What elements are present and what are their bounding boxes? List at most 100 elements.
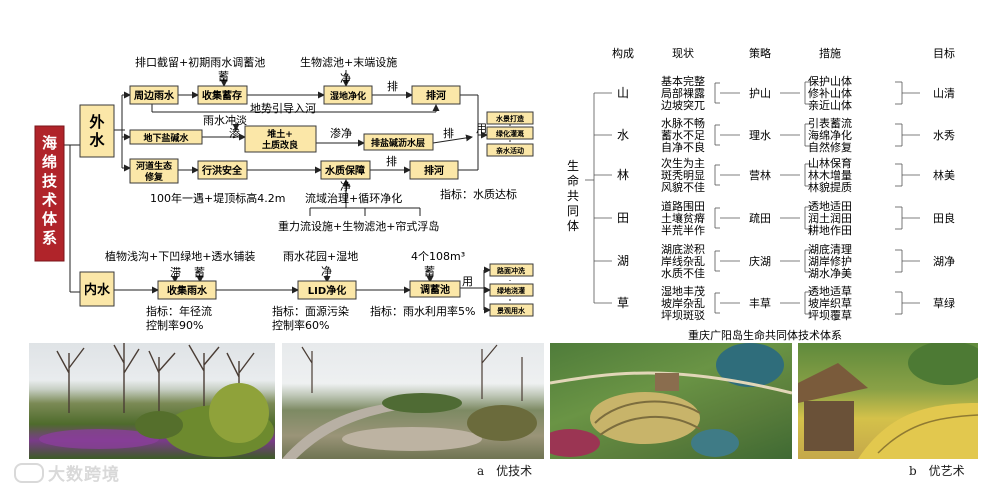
label-store-inner: 蓄: [194, 266, 205, 279]
status-0-0: 基本完整: [661, 74, 705, 88]
status-5-2: 坪坝斑驳: [661, 308, 705, 322]
label-store: 蓄: [218, 70, 229, 83]
label-clean-1: 净: [340, 71, 351, 85]
label-use-inner: 用: [462, 275, 473, 288]
box-soil-improve-2: 土质改良: [262, 139, 298, 151]
label-use-outer: 用: [476, 122, 487, 135]
box-drain-river-1: 排河: [426, 89, 446, 102]
photo-hut-terrace: [798, 343, 978, 459]
use-inner-3: 景观用水: [496, 306, 526, 315]
box-reservoir: 调蓄池: [420, 283, 450, 296]
use-outer-1: 水景打造: [496, 114, 525, 123]
status-2-0: 次生为主: [661, 156, 705, 170]
label-indicator-runoff-2: 控制率90%: [146, 318, 203, 332]
caption-a: a 优技术: [477, 464, 533, 478]
use-outer-2: 绿化灌溉: [496, 129, 524, 138]
table-header-0: 构成: [612, 46, 634, 60]
box-underground-saline: 地下盐碱水: [143, 132, 189, 144]
strategy-2: 营林: [749, 168, 771, 182]
measure-2-2: 林貌提质: [808, 180, 852, 194]
status-3-1: 土壤贫瘠: [661, 211, 705, 225]
status-3-0: 道路围田: [661, 199, 705, 213]
label-gravity-facility: 重力流设施+生物滤池+帘式浮岛: [278, 219, 439, 233]
box-collect-rain: 收集雨水: [167, 284, 208, 297]
strategy-4: 庆湖: [749, 254, 771, 268]
label-clean-inner: 净: [321, 264, 332, 278]
goal-1: 水秀: [933, 129, 955, 142]
measure-3-0: 透地适田: [808, 200, 852, 213]
element-3: 田: [617, 211, 629, 225]
strategy-0: 护山: [749, 86, 771, 100]
label-rain-garden: 雨水花园+湿地: [283, 250, 358, 263]
status-3-2: 半荒半作: [661, 223, 705, 237]
watermark: 大数跨境: [14, 460, 120, 485]
label-indicator-reuse: 指标：雨水利用率5%: [370, 304, 475, 318]
label-stagnate: 滞: [170, 266, 181, 279]
label-seep-clean: 渗净: [330, 126, 352, 140]
measure-2-0: 山林保育: [808, 156, 852, 170]
goal-2: 林美: [933, 168, 955, 182]
measure-1-0: 引表蓄流: [808, 116, 852, 130]
element-5: 草: [617, 296, 629, 310]
element-1: 水: [617, 128, 629, 142]
label-basin-governance: 流域治理+循环净化: [305, 191, 402, 205]
label-rain-dilute: 雨水冲淡: [203, 113, 247, 127]
status-4-0: 湖底淤积: [661, 242, 705, 256]
table-header-1: 现状: [672, 46, 694, 60]
title-vertical: 海绵技术体系: [42, 134, 58, 247]
measure-5-0: 透地适草: [808, 285, 852, 298]
label-indicator-pollution-1: 指标：面源污染: [272, 304, 349, 318]
box-water-quality: 水质保障: [324, 164, 365, 177]
status-5-0: 湿地丰茂: [661, 284, 705, 298]
label-indicator-pollution-2: 控制率60%: [272, 318, 329, 332]
photo-dry-creek: [282, 343, 544, 459]
strategy-5: 丰草: [749, 297, 771, 310]
table-header-4: 目标: [933, 46, 955, 60]
goal-5: 草绿: [933, 296, 955, 310]
status-5-1: 坡岸杂乱: [661, 297, 705, 310]
sponge-tech-diagram: 海绵技术体系 外水 内水 周边雨水 收集蓄存 湿地净化 排河 地下盐碱水 堆土+: [34, 55, 534, 332]
label-seep: 渗: [229, 126, 240, 140]
use-inner-1: 路面冲洗: [497, 266, 525, 275]
measure-0-1: 修补山体: [808, 86, 852, 100]
label-drain-2: 排: [443, 126, 454, 140]
box-collect-store: 收集蓄存: [202, 89, 242, 102]
status-4-2: 水质不佳: [661, 266, 705, 280]
use-inner-2: 绿地浇灌: [497, 286, 525, 295]
measure-5-1: 坡岸织草: [808, 297, 852, 310]
box-wetland-purify: 湿地净化: [330, 90, 366, 102]
measure-4-1: 湖岸修护: [808, 254, 852, 268]
measure-0-0: 保护山体: [808, 74, 852, 88]
measure-4-2: 湖水净美: [808, 266, 852, 280]
status-0-2: 边坡突兀: [661, 98, 705, 112]
box-river-restore-1: 河道生态: [136, 160, 172, 172]
box-saline-drain-layer: 排盐碱沥水层: [371, 137, 425, 149]
status-0-1: 局部裸露: [661, 86, 705, 100]
label-plant-swale: 植物浅沟+下凹绿地+透水铺装: [105, 249, 255, 263]
label-water-quality-indicator: 指标：水质达标: [440, 187, 517, 201]
label-store-inner-2: 蓄: [424, 265, 435, 278]
status-2-2: 风貌不佳: [661, 180, 705, 194]
center-label-life-community: 生命共同体: [567, 159, 579, 233]
status-1-0: 水脉不畅: [661, 116, 705, 130]
label-clean-2: 净: [340, 179, 351, 193]
table-caption: 重庆广阳岛生命共同体技术体系: [688, 328, 842, 342]
box-flood-safety: 行洪安全: [201, 164, 243, 177]
element-4: 湖: [617, 253, 629, 268]
label-4x108: 4个108m³: [411, 250, 465, 263]
measure-2-1: 林木增量: [808, 168, 852, 182]
box-soil-improve-1: 堆土+: [267, 128, 293, 140]
measure-3-1: 润土润田: [808, 211, 852, 225]
use-outer-3: 亲水活动: [496, 146, 524, 155]
box-lid-purify: LID净化: [308, 284, 346, 297]
status-4-1: 岸线杂乱: [661, 254, 705, 268]
photo-aerial-terraces: [550, 343, 792, 459]
table-header-3: 措施: [819, 46, 841, 60]
goal-4: 湖净: [933, 254, 955, 268]
label-outlet-interception: 排口截留+初期雨水调蓄池: [135, 55, 265, 69]
box-drain-river-2: 排河: [424, 164, 444, 177]
goal-0: 山清: [933, 87, 955, 100]
element-2: 林: [617, 168, 629, 182]
status-1-1: 蓄水不足: [661, 129, 705, 142]
watermark-logo-icon: [14, 463, 44, 483]
